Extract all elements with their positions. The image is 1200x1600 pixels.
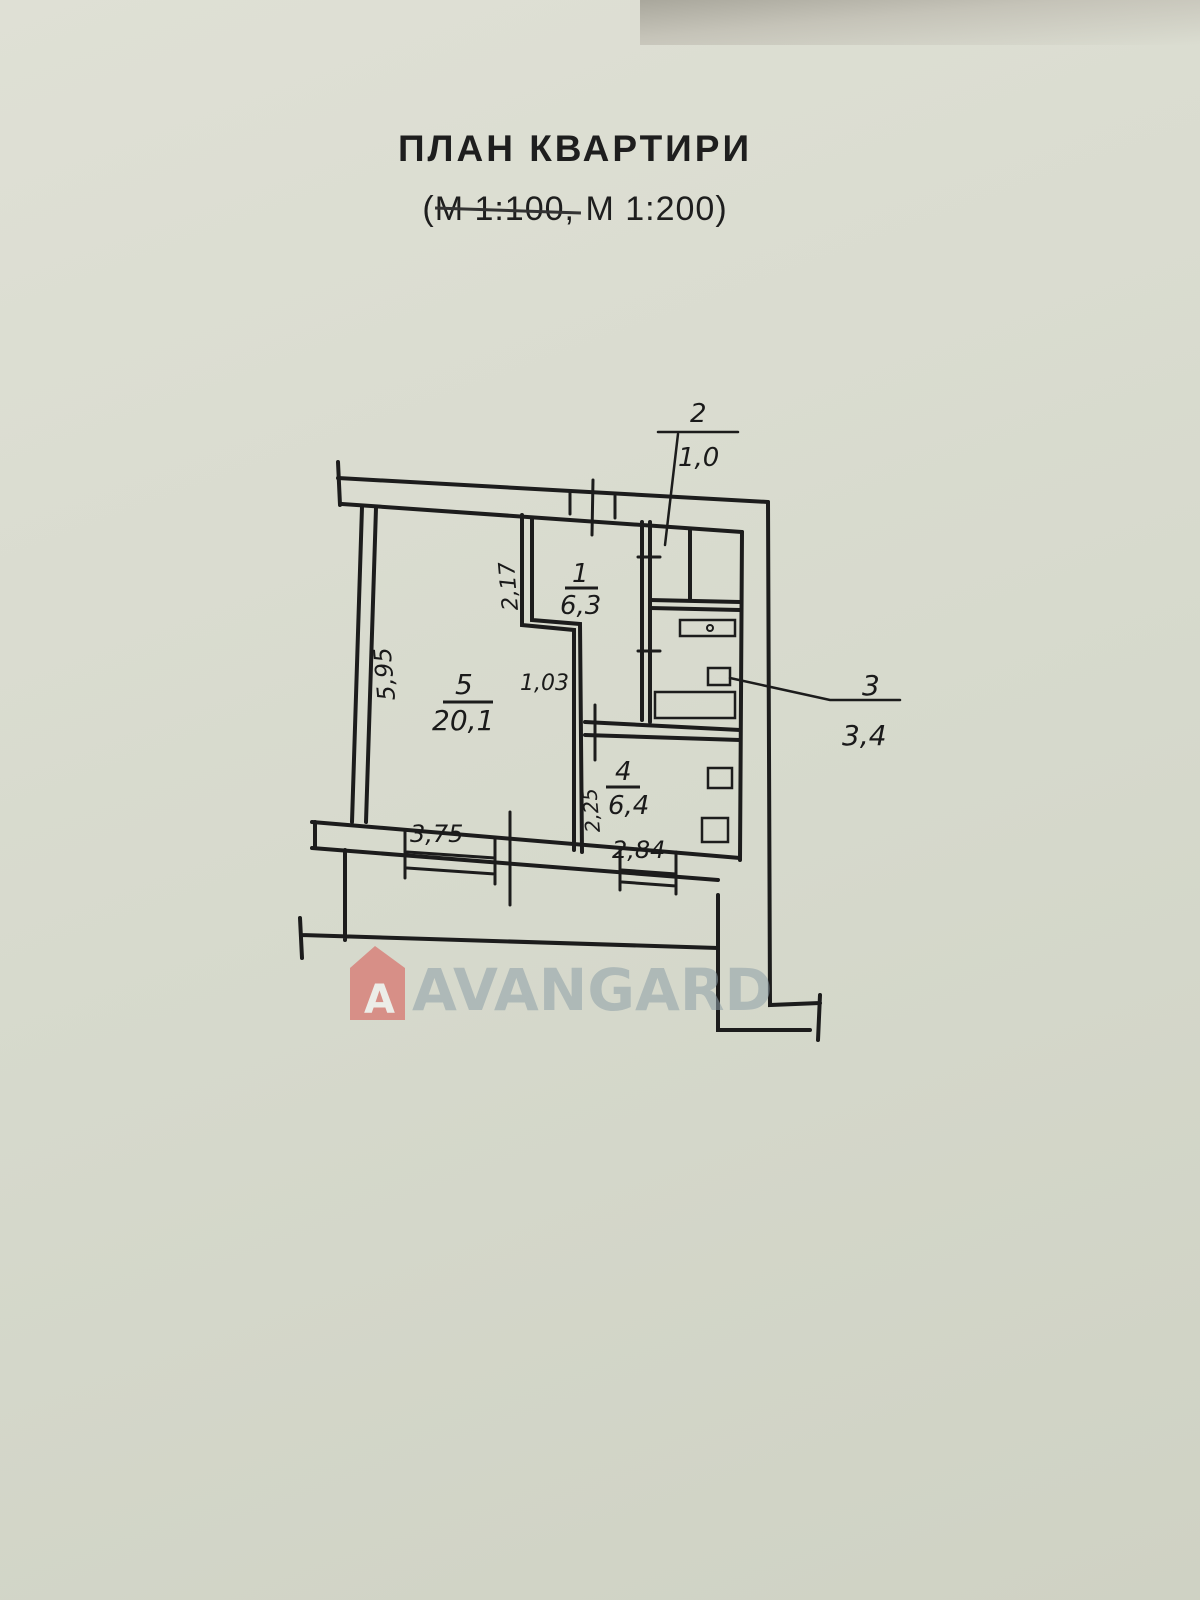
room-1-area: 6,3 bbox=[560, 591, 601, 621]
walls bbox=[298, 430, 902, 1042]
paren-close: ) bbox=[715, 190, 728, 228]
area-fraction-bars bbox=[443, 586, 640, 789]
room-5-number: 5 bbox=[455, 668, 473, 701]
watermark: A AVANGARD bbox=[350, 946, 773, 1024]
room-1-number: 1 bbox=[572, 559, 589, 589]
room-5-area: 20,1 bbox=[432, 704, 494, 737]
paren-open: ( bbox=[422, 190, 435, 228]
scale-line: (М 1:100, М 1:200) bbox=[0, 190, 1150, 229]
dim-hall-width: 1,03 bbox=[520, 671, 569, 696]
dim-kitchen-width: 2,84 bbox=[612, 836, 665, 864]
dim-hall-length: 2,17 bbox=[495, 561, 524, 612]
room-4-area: 6,4 bbox=[608, 791, 649, 821]
document-title: ПЛАН КВАРТИРИ bbox=[397, 128, 753, 169]
dim-living-length: 5,95 bbox=[368, 646, 401, 702]
room-3-area: 3,4 bbox=[842, 719, 887, 752]
active-scale: М 1:200 bbox=[585, 190, 716, 228]
watermark-logo-icon bbox=[350, 946, 405, 1020]
room-3-number: 3 bbox=[862, 669, 880, 702]
dim-kitchen-length: 2,25 bbox=[577, 787, 605, 833]
room-2-area: 1,0 bbox=[678, 443, 719, 473]
watermark-logo-letter: A bbox=[364, 977, 395, 1023]
table-surface bbox=[640, 0, 1200, 45]
room-2-number: 2 bbox=[690, 399, 707, 429]
dim-living-width: 3,75 bbox=[410, 820, 463, 848]
watermark-text: AVANGARD bbox=[412, 956, 773, 1024]
struck-scale: М 1:100, bbox=[434, 190, 575, 228]
room-4-number: 4 bbox=[615, 757, 632, 787]
